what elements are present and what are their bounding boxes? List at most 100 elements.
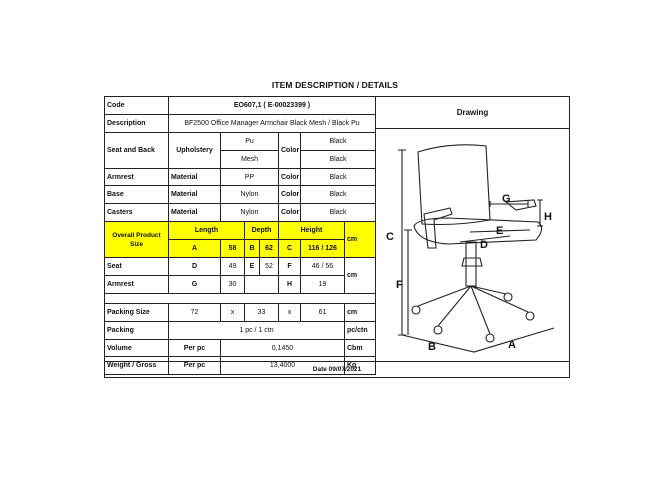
chair-drawing: C F G H E D B A bbox=[386, 144, 555, 353]
upholstery-label: Upholstery bbox=[168, 131, 221, 169]
packing-label: Packing bbox=[104, 320, 169, 340]
base-row: Base Material Nylon Color Black bbox=[104, 185, 377, 205]
drawing-label-a: A bbox=[508, 339, 516, 351]
casters-label: Casters bbox=[104, 203, 169, 223]
drawing-label-g: G bbox=[502, 193, 511, 205]
seat-size-row: Seat D 49 E 52 F 46 / 56 cm bbox=[104, 257, 377, 294]
chair-caster bbox=[411, 305, 421, 315]
packing-unit: pc/ctn bbox=[343, 320, 377, 340]
packing-x-1: x bbox=[220, 302, 245, 322]
dimension-ab-lines bbox=[401, 327, 555, 353]
dim-g-value: 30 bbox=[220, 274, 245, 294]
upholstery-material-1: Pu bbox=[220, 131, 279, 151]
casters-row: Casters Material Nylon Color Black bbox=[104, 203, 377, 223]
code-label: Code bbox=[104, 96, 169, 115]
spacer-cell bbox=[103, 292, 377, 304]
seat-back-color-1: Black bbox=[299, 131, 377, 151]
dim-a-value: 58 bbox=[220, 239, 245, 259]
armrest-size-label: Armrest bbox=[104, 274, 169, 294]
chair-armrest-left bbox=[423, 207, 453, 249]
chair-caster bbox=[503, 292, 513, 302]
dim-b-value: 62 bbox=[259, 239, 279, 259]
spacer-row bbox=[103, 292, 377, 304]
packing-x-2: x bbox=[278, 302, 301, 322]
armrest-row: Armrest Material PP Color Black bbox=[104, 167, 377, 187]
date-footer: Date 09/07/2021 bbox=[104, 361, 570, 378]
packing-row: Packing 1 pc / 1 ctn pc/ctn bbox=[104, 320, 377, 340]
dimension-c-line bbox=[398, 149, 406, 336]
size-values-row: A 58 B 62 C 116 / 126 bbox=[105, 239, 376, 259]
drawing-label-d: D bbox=[480, 239, 488, 251]
volume-value: 0,1450 bbox=[220, 338, 345, 358]
length-header: Length bbox=[168, 221, 245, 241]
dim-h-value: 19 bbox=[300, 274, 345, 294]
volume-row: Volume Per pc 0,1450 Cbm bbox=[104, 338, 377, 358]
dimension-f-line bbox=[404, 229, 412, 335]
code-value: EO607,1 ( E-00023399 ) bbox=[167, 96, 377, 115]
packing-dim-2: 33 bbox=[244, 302, 279, 322]
dim-e-value: 52 bbox=[259, 257, 279, 276]
volume-per: Per pc bbox=[168, 338, 221, 358]
dim-e-label: E bbox=[244, 257, 260, 276]
chair-armrest-right bbox=[504, 199, 537, 211]
packing-size-unit: cm bbox=[343, 302, 377, 322]
description-value: BF2500 Office Manager Armchair Black Mes… bbox=[167, 113, 377, 133]
drawing-label-h: H bbox=[544, 211, 552, 223]
chair-mechanism bbox=[461, 257, 483, 267]
dim-c-label: C bbox=[278, 239, 301, 259]
description-row: Description BF2500 Office Manager Armcha… bbox=[104, 113, 377, 133]
dimension-g-line bbox=[489, 201, 529, 207]
seat-back-label: Seat and Back bbox=[104, 131, 169, 169]
armrest-material-label: Material bbox=[168, 167, 221, 187]
dim-d-value: 49 bbox=[220, 257, 245, 276]
upholstery-material-2: Mesh bbox=[220, 149, 279, 169]
drawing-label-e: E bbox=[496, 225, 503, 237]
base-material-label: Material bbox=[168, 185, 221, 205]
armrest-color-label: Color bbox=[278, 167, 301, 187]
chair-column bbox=[465, 241, 477, 287]
chair-caster bbox=[433, 325, 443, 335]
volume-unit: Cbm bbox=[343, 338, 377, 358]
drawing-title: Drawing bbox=[456, 108, 489, 117]
dim-f-label: F bbox=[278, 257, 301, 276]
page-title: ITEM DESCRIPTION / DETAILS bbox=[271, 80, 399, 90]
chair-base bbox=[417, 285, 529, 335]
seat-back-color-2: Black bbox=[299, 149, 377, 169]
dim-h-label: H bbox=[278, 274, 301, 294]
base-label: Base bbox=[104, 185, 169, 205]
chair-caster bbox=[485, 333, 495, 343]
armrest-label: Armrest bbox=[104, 167, 169, 187]
seat-back-row-1: Seat and Back Upholstery Pu Color Black bbox=[104, 131, 377, 169]
chair-caster bbox=[525, 311, 535, 321]
base-color-label: Color bbox=[278, 185, 301, 205]
packing-size-label: Packing Size bbox=[104, 302, 169, 322]
volume-label: Volume bbox=[104, 338, 169, 358]
seat-size-label: Seat bbox=[104, 257, 169, 276]
base-color: Black bbox=[299, 185, 377, 205]
overall-size-label: Overall Product Size bbox=[104, 221, 169, 259]
armrest-color: Black bbox=[299, 167, 377, 187]
size-header-row: Overall Product Size Length Depth Height… bbox=[104, 221, 377, 259]
drawing-label-b: B bbox=[428, 341, 436, 353]
depth-header: Depth bbox=[244, 221, 279, 241]
casters-material-label: Material bbox=[168, 203, 221, 223]
armrest-size-row: Armrest G 30 H 19 bbox=[104, 274, 376, 294]
drawing-divider bbox=[375, 128, 570, 129]
drawing-label-c: C bbox=[386, 231, 394, 243]
seat-back-color-label: Color bbox=[278, 131, 301, 169]
packing-dim-1: 72 bbox=[168, 302, 221, 322]
dim-b-label: B bbox=[244, 239, 260, 259]
packing-dim-3: 61 bbox=[300, 302, 345, 322]
seat-back-row-2: Mesh Black bbox=[105, 149, 377, 169]
size-unit: cm bbox=[343, 221, 377, 259]
dimension-e-line bbox=[469, 229, 531, 233]
casters-material: Nylon bbox=[220, 203, 279, 223]
chair-seat bbox=[413, 217, 543, 245]
description-label: Description bbox=[104, 113, 169, 133]
armrest-material: PP bbox=[220, 167, 279, 187]
code-row: Code EO607,1 ( E-00023399 ) bbox=[104, 96, 377, 115]
armrest-size-empty bbox=[244, 274, 279, 294]
height-header: Height bbox=[278, 221, 345, 241]
dim-f-value: 46 / 56 bbox=[300, 257, 345, 276]
dim-d-label: D bbox=[168, 257, 221, 276]
